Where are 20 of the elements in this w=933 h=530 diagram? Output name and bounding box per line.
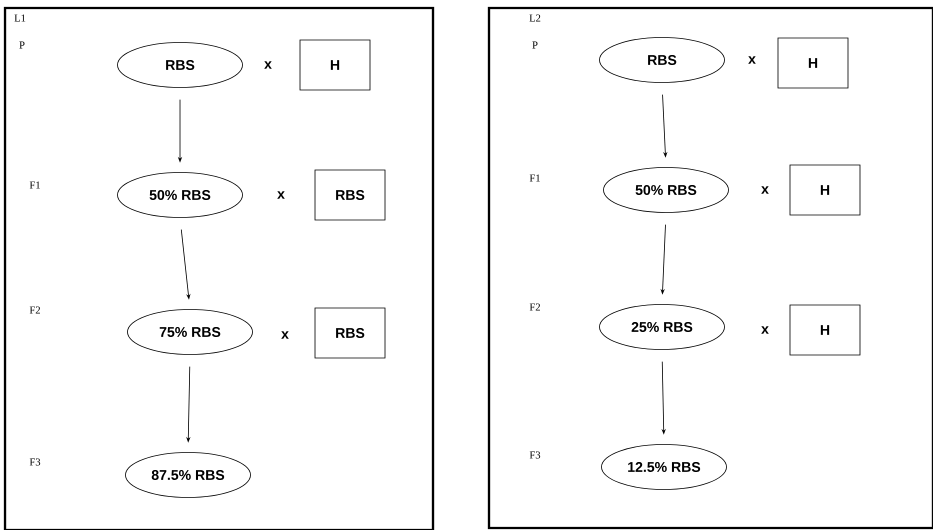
parent-box: H — [300, 40, 370, 90]
parent-box: H — [790, 304, 860, 356]
parent-box: H — [790, 164, 860, 216]
cross-sign: x — [277, 191, 285, 199]
generation-label: F2 — [530, 304, 540, 310]
cross-sign: x — [761, 186, 769, 194]
generation-label: F3 — [30, 458, 40, 466]
generation-label: F3 — [530, 451, 540, 459]
cross-sign: x — [748, 56, 756, 64]
generation-label: P — [532, 42, 538, 48]
generation-label: F1 — [30, 182, 40, 188]
cross-sign: x — [761, 326, 769, 334]
generation-label: F1 — [530, 174, 540, 182]
cross-sign: x — [264, 61, 272, 69]
parent-box: RBS — [314, 170, 386, 220]
generation-label: P — [19, 42, 25, 48]
parent-box: RBS — [314, 308, 386, 358]
cross-sign: x — [281, 331, 289, 339]
generation-label: F2 — [30, 306, 40, 314]
parent-box: H — [778, 38, 848, 88]
